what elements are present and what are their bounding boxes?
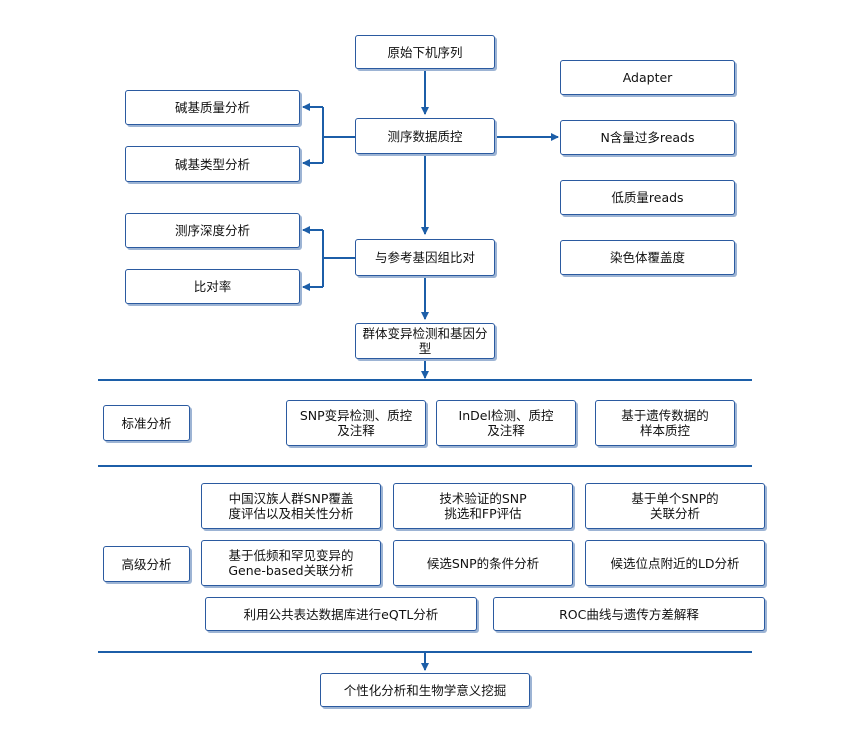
genetic-sample-qc-box: 基于遗传数据的 样本质控 xyxy=(595,400,735,446)
personalized-analysis-box: 个性化分析和生物学意义挖掘 xyxy=(320,673,530,707)
ld-analysis-box: 候选位点附近的LD分析 xyxy=(585,540,765,586)
raw-reads-box: 原始下机序列 xyxy=(355,35,495,69)
adapter-box: Adapter xyxy=(560,60,735,95)
variant-calling-genotyping-box: 群体变异检测和基因分型 xyxy=(355,323,495,359)
chromosome-coverage-box: 染色体覆盖度 xyxy=(560,240,735,275)
base-type-analysis-box: 碱基类型分析 xyxy=(125,146,300,182)
base-quality-analysis-box: 碱基质量分析 xyxy=(125,90,300,125)
alignment-rate-box: 比对率 xyxy=(125,269,300,304)
sequencing-depth-analysis-box: 测序深度分析 xyxy=(125,213,300,248)
advanced-analysis-label: 高级分析 xyxy=(103,546,190,582)
snp-selection-fp-box: 技术验证的SNP 挑选和FP评估 xyxy=(393,483,573,529)
single-snp-association-box: 基于单个SNP的 关联分析 xyxy=(585,483,765,529)
gene-based-association-box: 基于低频和罕见变异的 Gene-based关联分析 xyxy=(201,540,381,586)
sequencing-qc-box: 测序数据质控 xyxy=(355,118,495,154)
n-content-reads-box: N含量过多reads xyxy=(560,120,735,155)
snp-coverage-evaluation-box: 中国汉族人群SNP覆盖 度评估以及相关性分析 xyxy=(201,483,381,529)
snp-detection-box: SNP变异检测、质控 及注释 xyxy=(286,400,426,446)
conditional-analysis-box: 候选SNP的条件分析 xyxy=(393,540,573,586)
roc-heritability-box: ROC曲线与遗传方差解释 xyxy=(493,597,765,631)
reference-alignment-box: 与参考基因组比对 xyxy=(355,239,495,276)
eqtl-analysis-box: 利用公共表达数据库进行eQTL分析 xyxy=(205,597,477,631)
low-quality-reads-box: 低质量reads xyxy=(560,180,735,215)
indel-detection-box: InDel检测、质控 及注释 xyxy=(436,400,576,446)
standard-analysis-label: 标准分析 xyxy=(103,405,190,441)
